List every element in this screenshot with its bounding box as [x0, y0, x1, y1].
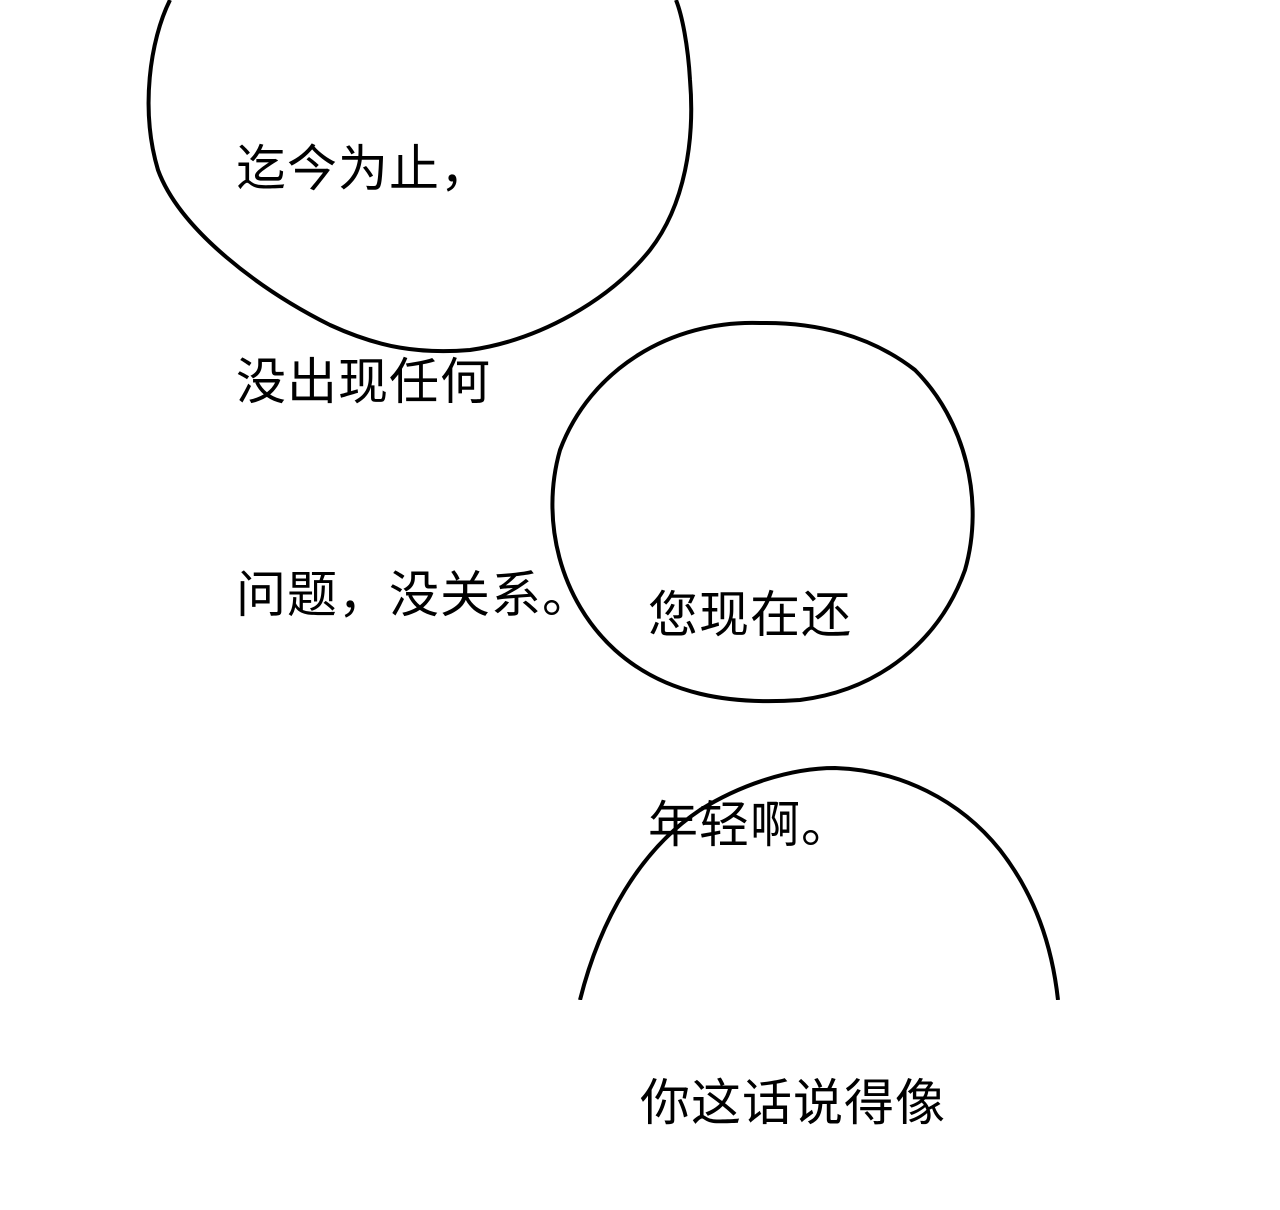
speech-bubble-1-text: 迄今为止， 没出现任何 问题，没关系。	[236, 0, 593, 702]
bubble-line: 你这话说得像	[640, 1074, 946, 1132]
speech-bubbles-layer	[146, 0, 1060, 1000]
speech-bubble-2-text: 您现在还 年轻啊。	[648, 440, 852, 930]
speech-bubble-1-outline	[146, 0, 694, 354]
bubble-line: 问题，没关系。	[236, 566, 593, 624]
bubble-line: 年轻啊。	[648, 796, 852, 854]
bubble-line: 您现在还	[648, 586, 852, 644]
speech-bubble-2-outline	[550, 320, 975, 704]
bubble-line: 没出现任何	[236, 353, 491, 411]
speech-bubble-3-outline	[578, 765, 1060, 1000]
speech-bubble-3-text: 你这话说得像	[640, 926, 946, 1210]
bubble-line: 迄今为止，	[236, 140, 491, 198]
